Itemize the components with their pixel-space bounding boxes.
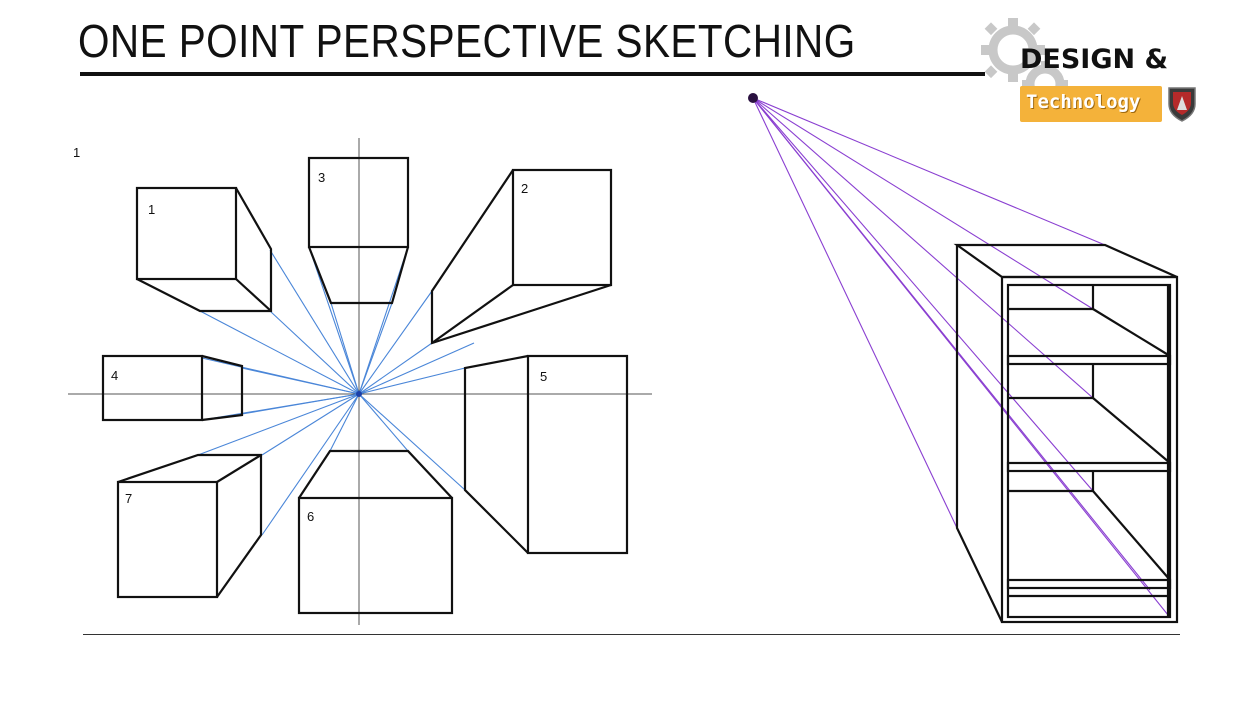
box-5 bbox=[463, 354, 629, 555]
box-label-7: 7 bbox=[125, 491, 132, 506]
box-7 bbox=[116, 453, 263, 599]
box-label-3: 3 bbox=[318, 170, 325, 185]
box-label-5: 5 bbox=[540, 369, 547, 384]
page-title: ONE POINT PERSPECTIVE SKETCHING bbox=[78, 15, 856, 67]
page-number: 1 bbox=[73, 145, 81, 160]
logo-technology-badge: Technology bbox=[1020, 86, 1162, 122]
logo-design-text: DESIGN & bbox=[1020, 44, 1169, 75]
box-label-4: 4 bbox=[111, 368, 118, 383]
box-label-2: 2 bbox=[521, 181, 528, 196]
vanishing-point bbox=[356, 391, 362, 397]
box-2 bbox=[430, 168, 613, 345]
logo-technology-text: Technology bbox=[1026, 91, 1141, 113]
design-technology-logo: DESIGN & Technology bbox=[975, 14, 1205, 129]
box-1 bbox=[135, 186, 273, 313]
bookshelf-drawing bbox=[953, 243, 1179, 624]
bottom-divider bbox=[83, 634, 1180, 635]
perspective-boxes bbox=[101, 156, 629, 615]
box-label-6: 6 bbox=[307, 509, 314, 524]
shelf-vanishing-point bbox=[748, 93, 758, 103]
box-label-1: 1 bbox=[148, 202, 155, 217]
shelf-construction-lines bbox=[752, 97, 1169, 616]
box-4 bbox=[101, 354, 244, 422]
school-crest-icon bbox=[1168, 87, 1196, 122]
title-underline bbox=[80, 72, 985, 76]
construction-lines bbox=[197, 246, 475, 536]
box-3 bbox=[307, 156, 410, 305]
box-6 bbox=[297, 449, 454, 615]
